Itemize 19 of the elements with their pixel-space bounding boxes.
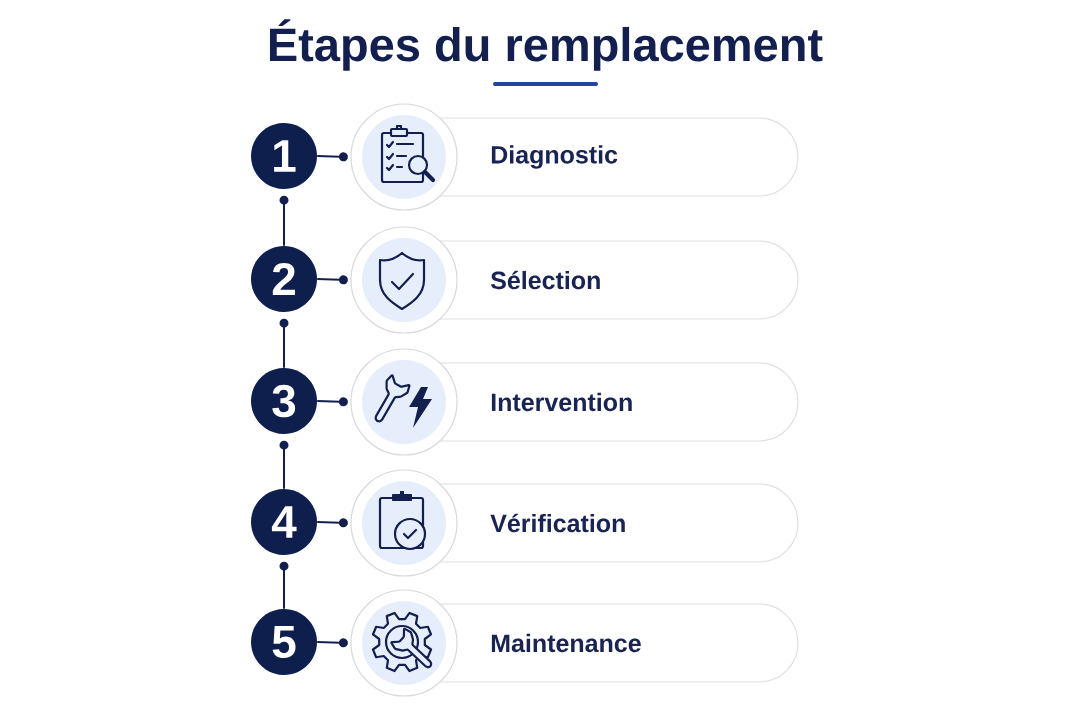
connector-line xyxy=(279,561,289,610)
icon-circle xyxy=(350,226,458,334)
icon-circle xyxy=(350,103,458,211)
icon-circle xyxy=(350,589,458,697)
connector-line xyxy=(279,318,289,369)
step-box: Sélection xyxy=(439,240,799,320)
step-box: Vérification xyxy=(439,483,799,563)
icon-circle xyxy=(350,348,458,456)
connector-line xyxy=(316,518,348,528)
step-box: Maintenance xyxy=(439,603,799,683)
connector-line xyxy=(279,440,289,490)
step-box: Diagnostic xyxy=(439,117,799,197)
connector-line xyxy=(316,152,348,162)
title: Étapes du remplacement xyxy=(269,19,823,71)
connector-line xyxy=(316,397,348,407)
step-box: Intervention xyxy=(439,362,799,442)
connector-line xyxy=(316,275,348,285)
connector-line xyxy=(316,638,348,648)
connector-line xyxy=(279,195,289,247)
